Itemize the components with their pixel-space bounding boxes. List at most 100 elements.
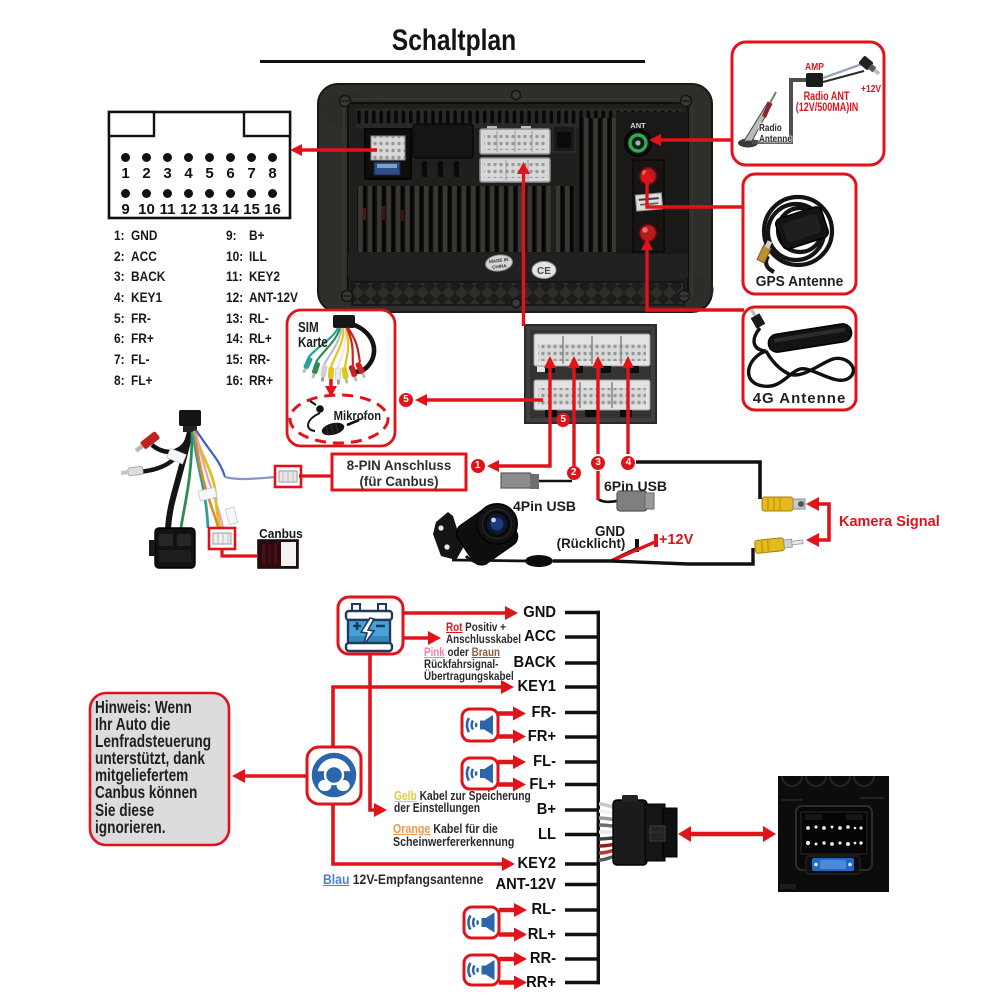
lte-antenne-label: 4G Antenne [752, 390, 847, 407]
hinweis-line: Hinweis: Wenn [95, 697, 192, 717]
pin-number: 13 [201, 200, 218, 218]
note-gelb-line2: der Einstellungen [394, 801, 481, 816]
pin-number: 3 [163, 164, 172, 182]
pin-legend-label: FL+ [131, 371, 153, 388]
pin-connector-diagram [107, 110, 292, 220]
pin-dot [205, 152, 214, 162]
canbus-plug-label-box [330, 452, 468, 492]
note-gelb: Gelb Kabel zur Speicherung der Einstellu… [394, 790, 531, 815]
steering-wheel-icon [305, 745, 363, 806]
pin-legend-label: RL+ [248, 330, 272, 347]
pin-legend-num: 11: [226, 268, 243, 285]
pin-legend-num: 16: [226, 371, 244, 388]
pin-dot [205, 188, 214, 198]
pin-number: 6 [226, 164, 235, 182]
speaker-icon-fr [460, 707, 500, 743]
pin-number: 9 [121, 200, 130, 218]
hinweis-line: Sie diese [95, 799, 155, 820]
pin-legend-label: RR+ [248, 371, 274, 388]
pin-number: 16 [264, 200, 281, 218]
pin-legend-entry: 7:FL- [114, 349, 165, 370]
pin-legend-label: BACK [131, 268, 166, 285]
wiring-bus [565, 610, 600, 985]
callout-5: 5 [399, 393, 413, 408]
camera-signal-rca [636, 460, 806, 554]
pin-dot [163, 152, 172, 162]
wire-label-back: BACK [513, 654, 556, 671]
wire-label-fr-minus: FR- [531, 703, 556, 721]
note-orange-line2: Scheinwerfererkennung [393, 834, 515, 849]
pin-legend-num: 10: [226, 247, 244, 264]
pin-legend-label: FR+ [131, 330, 154, 347]
wire-label-rl-minus: RL- [531, 901, 556, 918]
pin-number: 8 [268, 164, 277, 182]
radio-plus12v-label: +12V [861, 84, 882, 95]
canbus-plug-line1: 8-PIN Anschluss [346, 456, 452, 473]
pin-legend-left: 1:GND 2:ACC 3:BACK 4:KEY1 5:FR- 6:FR+ 7:… [114, 225, 174, 391]
pin-number: 7 [247, 164, 256, 182]
wire-label-b-plus: B+ [536, 801, 556, 818]
hinweis-box [88, 691, 231, 847]
made-in-oval-line2: CHINA [492, 263, 508, 270]
pin-row-2: 9 10 11 12 13 14 15 16 [115, 188, 283, 218]
callout-5b: 5 [556, 412, 571, 427]
usb-6pin-label: 6Pin USB [604, 478, 668, 494]
note-pink-braun: Pink oder Braun Rückfahrsignal- Übertrag… [424, 646, 514, 682]
pin-dot [268, 152, 277, 162]
head-unit-rear-photo [317, 83, 714, 313]
pin-legend-right: 9:B+ 10:ILL 11:KEY2 12:ANT-12V 13:RL- 14… [226, 225, 311, 391]
pin-legend-label: ILL [248, 247, 267, 264]
pin-dot [226, 152, 235, 162]
pin-legend-entry: 1:GND [114, 225, 165, 246]
note-orange-rest: Kabel für die [433, 821, 498, 836]
sim-karte-label: SIM Karte [298, 321, 328, 350]
radio-antenne-line2: Antenne [759, 133, 792, 145]
pin-number: 10 [138, 200, 155, 218]
callout-1: 1 [470, 458, 485, 473]
note-pink-line2: Rückfahrsignal- [424, 656, 499, 671]
pin-legend-entry: 3:BACK [114, 266, 165, 287]
canbus-plug-line2: (für Canbus) [359, 473, 439, 489]
camera-gnd-label: GND [594, 522, 626, 540]
pin-number: 4 [184, 164, 193, 182]
pin-legend-entry: 10:ILL [226, 246, 298, 267]
wire-label-key2: KEY2 [517, 855, 556, 872]
wire-label-fl-minus: FL- [533, 753, 556, 770]
pin-number: 14 [222, 200, 239, 218]
pin-number: 5 [205, 164, 214, 182]
pin-legend-num: 7: [114, 351, 125, 368]
pin-legend-label: RR- [248, 351, 271, 368]
pin-legend-label: ACC [131, 247, 157, 264]
battery-icon [336, 595, 405, 656]
mikrofon-label: Mikrofon [333, 409, 382, 423]
gps-antenna-box [741, 172, 858, 296]
pin-dot [142, 188, 151, 198]
page-title: Schaltplan [391, 24, 517, 57]
iso-plug [598, 795, 678, 866]
camera-plus12v-label: +12V [659, 532, 694, 548]
pin-legend-entry: 6:FR+ [114, 328, 165, 349]
pin-legend-num: 2: [114, 247, 125, 264]
gps-antenne-label: GPS Antenne [755, 274, 844, 290]
pin-legend-num: 8: [114, 371, 125, 388]
radio-antenne-label: Radio Antenne [759, 123, 792, 145]
speaker-icon-fl [460, 756, 500, 791]
pin-legend-label: ANT-12V [248, 289, 298, 306]
radio-ant-line2: (12V/500MA)IN [795, 100, 859, 114]
pin-legend-label: B+ [248, 227, 265, 243]
hinweis-line: mitgeliefertem [95, 765, 189, 786]
usb-6pin-connector [597, 490, 655, 512]
pin-legend-entry: 14:RL+ [226, 328, 298, 349]
wire-label-ill: LL [538, 825, 556, 843]
note-gelb-word: Gelb [394, 789, 417, 803]
hinweis-text: Hinweis: Wenn Ihr Auto die Lenfradsteuer… [95, 697, 232, 836]
head-unit-ant-label: ANT [630, 121, 646, 130]
pin-legend-entry: 13:RL- [226, 308, 298, 329]
callout-3: 3 [591, 455, 606, 470]
note-rot-line2: Anschlusskabel [446, 631, 521, 646]
note-blau: Blau 12V-Empfangsantenne [323, 872, 483, 886]
pin-row-1: 1 2 3 4 5 6 7 8 [115, 152, 283, 182]
pin-legend-entry: 4:KEY1 [114, 287, 165, 308]
pin-dot [142, 152, 151, 162]
